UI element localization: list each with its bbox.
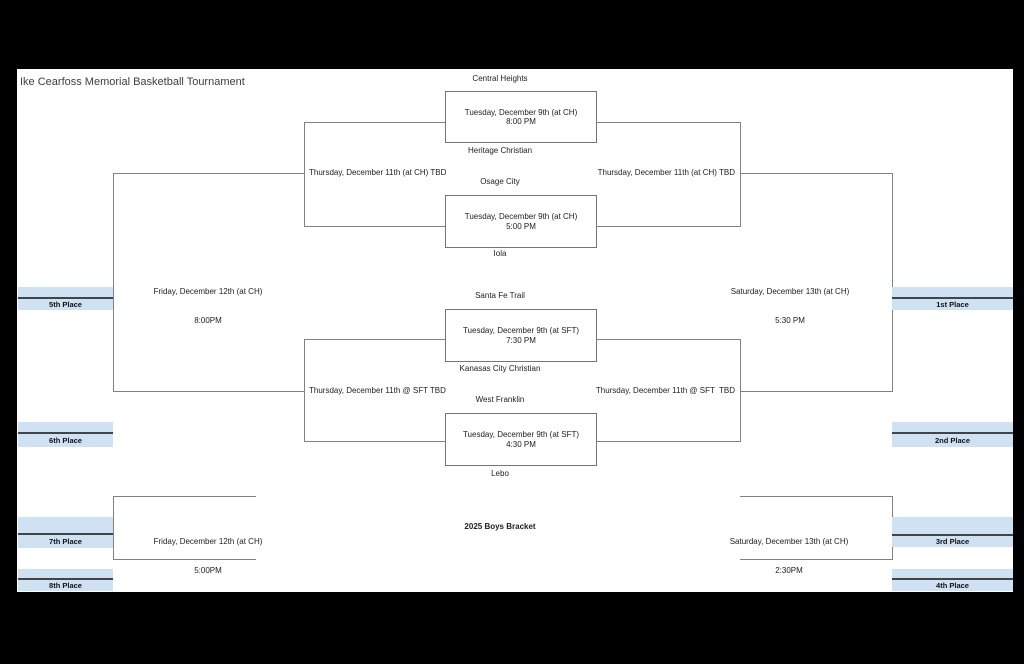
game-box-round1-1: Tuesday, December 9th (at CH) 8:00 PM (445, 91, 597, 143)
place-label: 4th Place (936, 581, 969, 590)
bracket-line (113, 496, 256, 497)
bracket-line (304, 226, 445, 227)
game-when: Tuesday, December 9th (at SFT) (462, 430, 580, 439)
bracket-line (740, 339, 741, 442)
team-label-osage-city: Osage City (480, 177, 520, 186)
game-time: 5:00 PM (506, 221, 536, 231)
game-when: Friday, December 12th (at CH) (153, 537, 263, 546)
winner-line (18, 287, 113, 299)
place-label: 2nd Place (934, 436, 971, 445)
bracket-line (113, 496, 114, 560)
consolation-semi-top-label: Thursday, December 11th (at CH) TBD (309, 168, 447, 177)
game-time: 8:00 PM (506, 117, 536, 126)
bracket-line (304, 122, 445, 123)
game-time: 8:00PM (194, 315, 222, 325)
game-box-round1-3: Tuesday, December 9th (at SFT) 7:30 PM (445, 309, 597, 362)
place-label: 3rd Place (935, 537, 970, 546)
consolation-semi-bottom-label: Thursday, December 11th @ SFT TBD (309, 386, 446, 395)
winners-semi-top-label: Thursday, December 11th (at CH) TBD (597, 168, 735, 177)
winner-line (18, 422, 113, 434)
team-label-central-heights: Central Heights (472, 74, 528, 83)
winner-line (18, 517, 113, 535)
bracket-line (740, 173, 892, 174)
championship-game-label: Saturday, December 13th (at CH) 5:30 PM (690, 268, 890, 344)
bracket-line (597, 441, 740, 442)
bracket-line (113, 391, 304, 392)
team-label-kanasas-city-christian: Kanasas City Christian (459, 364, 541, 373)
place-band-1st: 1st Place (892, 287, 1013, 310)
team-label-lebo: Lebo (491, 469, 509, 478)
game-when: Tuesday, December 9th (at SFT) (462, 326, 580, 335)
bracket-line (892, 173, 893, 392)
place-band-3rd: 3rd Place (892, 517, 1013, 547)
game-time: 4:30 PM (506, 439, 536, 449)
game-time: 5:30 PM (775, 315, 805, 325)
game-box-round1-4: Tuesday, December 9th (at SFT) 4:30 PM (445, 413, 597, 466)
game-when: Saturday, December 13th (at CH) (729, 537, 849, 546)
place-band-8th: 8th Place (18, 569, 113, 591)
bracket-line (740, 559, 892, 560)
place-band-2nd: 2nd Place (892, 422, 1013, 447)
fifth-place-game-label: Friday, December 12th (at CH) 8:00PM (108, 268, 308, 344)
third-place-game-label: Saturday, December 13th (at CH) 2:30PM (689, 518, 889, 594)
bracket-line (304, 441, 445, 442)
team-label-iola: Iola (493, 249, 507, 258)
winner-line (892, 569, 1013, 580)
place-label: 5th Place (49, 300, 82, 309)
bracket-line (597, 339, 740, 340)
bracket-line (304, 122, 305, 227)
bracket-line (304, 339, 305, 442)
team-label-heritage-christian: Heritage Christian (467, 146, 533, 155)
game-when: Tuesday, December 9th (at CH) (464, 107, 578, 117)
place-label: 7th Place (49, 537, 82, 546)
bracket-line (113, 559, 256, 560)
game-box-round1-2: Tuesday, December 9th (at CH) 5:00 PM (445, 195, 597, 248)
seventh-place-game-label: Friday, December 12th (at CH) 5:00PM (108, 518, 308, 594)
bracket-line (597, 122, 740, 123)
place-band-5th: 5th Place (18, 287, 113, 310)
game-when: Saturday, December 13th (at CH) (730, 287, 850, 296)
winner-line (18, 569, 113, 580)
game-time: 7:30 PM (506, 335, 536, 345)
bracket-line (597, 226, 740, 227)
tournament-title: Ike Cearfoss Memorial Basketball Tournam… (20, 76, 245, 88)
winner-line (892, 422, 1013, 434)
bracket-line (113, 173, 304, 174)
game-time: 5:00PM (194, 565, 222, 575)
place-label: 6th Place (49, 436, 82, 445)
team-label-west-franklin: West Franklin (475, 395, 525, 404)
bracket-line (740, 391, 892, 392)
winners-semi-bottom-label: Thursday, December 11th @ SFT TBD (595, 386, 735, 395)
place-label: 8th Place (49, 581, 82, 590)
place-band-6th: 6th Place (18, 422, 113, 447)
team-label-santa-fe-trail: Santa Fe Trail (475, 291, 525, 300)
place-label: 1st Place (936, 300, 969, 309)
bracket-line (304, 339, 445, 340)
bracket-line (740, 122, 741, 227)
game-when: Friday, December 12th (at CH) (153, 287, 263, 296)
game-when: Tuesday, December 9th (at CH) (464, 212, 578, 221)
bracket-line (740, 496, 892, 497)
place-band-4th: 4th Place (892, 569, 1013, 591)
bracket-line (113, 173, 114, 392)
winner-line (892, 287, 1013, 299)
game-time: 2:30PM (775, 565, 803, 575)
place-band-7th: 7th Place (18, 517, 113, 548)
winner-line (892, 517, 1013, 536)
bracket-footer-label: 2025 Boys Bracket (464, 522, 536, 531)
